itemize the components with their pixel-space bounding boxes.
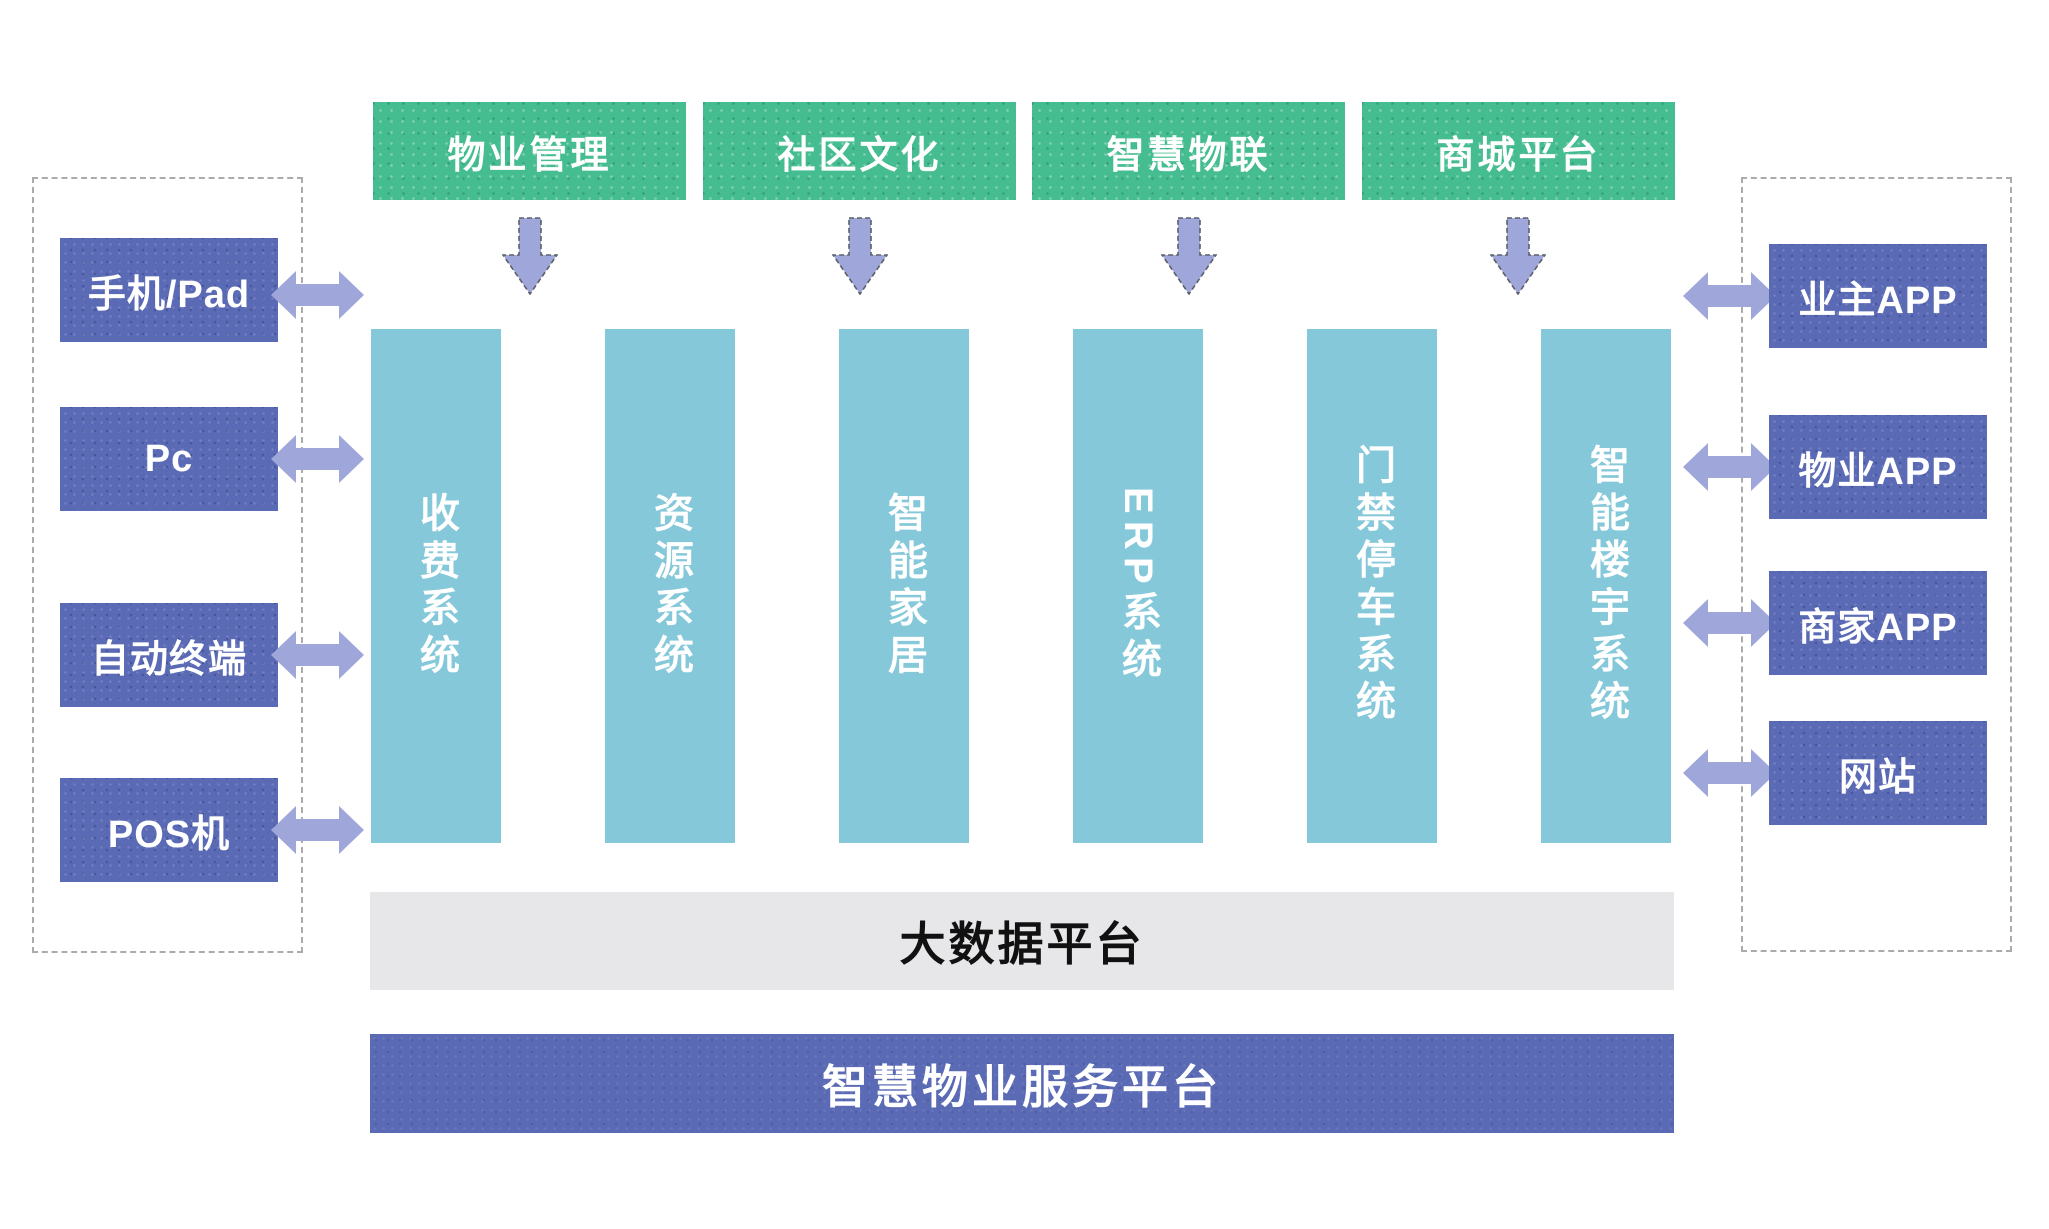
module-smart-iot: 智慧物联 xyxy=(1032,102,1345,200)
system-label: 资源系统 xyxy=(648,491,692,681)
left-right-arrow-icon xyxy=(270,799,365,861)
device-mobile-pad: 手机/Pad xyxy=(60,238,278,342)
app-owner: 业主APP xyxy=(1769,244,1987,348)
device-kiosk: 自动终端 xyxy=(60,603,278,707)
down-arrow-icon xyxy=(1161,217,1217,295)
app-label: 商家APP xyxy=(1798,606,1958,649)
device-label: 手机/Pad xyxy=(87,273,251,316)
system-charging: 收费系统 xyxy=(371,329,501,843)
system-access-parking: 门禁停车系统 xyxy=(1307,329,1437,843)
module-mall-platform: 商城平台 xyxy=(1362,102,1675,200)
down-arrow-icon xyxy=(832,217,888,295)
system-smart-building: 智能楼宇系统 xyxy=(1541,329,1671,843)
system-label: 智能家居 xyxy=(882,491,926,681)
left-right-arrow-icon xyxy=(1682,742,1777,804)
smart-property-service-platform-label: 智慧物业服务平台 xyxy=(822,1060,1222,1113)
app-website: 网站 xyxy=(1769,721,1987,825)
device-pos: POS机 xyxy=(60,778,278,882)
app-property: 物业APP xyxy=(1769,415,1987,519)
module-label: 物业管理 xyxy=(447,134,612,177)
system-label: 收费系统 xyxy=(414,491,458,681)
device-pc: Pc xyxy=(60,407,278,511)
device-label: POS机 xyxy=(107,813,231,856)
left-right-arrow-icon xyxy=(1682,592,1777,654)
app-label: 物业APP xyxy=(1798,450,1958,493)
system-smart-home: 智能家居 xyxy=(839,329,969,843)
devices-panel xyxy=(32,177,303,953)
left-right-arrow-icon xyxy=(270,624,365,686)
system-label: ERP系统 xyxy=(1116,486,1160,686)
module-label: 智慧物联 xyxy=(1106,134,1271,177)
big-data-platform-label: 大数据平台 xyxy=(899,918,1145,970)
smart-property-service-platform-bar: 智慧物业服务平台 xyxy=(370,1034,1674,1133)
system-label: 门禁停车系统 xyxy=(1350,444,1394,728)
down-arrow-icon xyxy=(502,217,558,295)
app-label: 业主APP xyxy=(1798,279,1958,322)
app-merchant: 商家APP xyxy=(1769,571,1987,675)
app-label: 网站 xyxy=(1838,756,1917,799)
down-arrow-icon xyxy=(1490,217,1546,295)
system-label: 智能楼宇系统 xyxy=(1584,444,1628,728)
device-label: Pc xyxy=(144,437,194,480)
left-right-arrow-icon xyxy=(1682,265,1777,327)
apps-panel xyxy=(1741,177,2012,952)
device-label: 自动终端 xyxy=(90,638,247,681)
left-right-arrow-icon xyxy=(1682,436,1777,498)
module-property-management: 物业管理 xyxy=(373,102,686,200)
left-right-arrow-icon xyxy=(270,264,365,326)
system-resource: 资源系统 xyxy=(605,329,735,843)
big-data-platform-bar: 大数据平台 xyxy=(370,892,1674,990)
system-erp: ERP系统 xyxy=(1073,329,1203,843)
module-community-culture: 社区文化 xyxy=(703,102,1016,200)
module-label: 商城平台 xyxy=(1436,134,1601,177)
module-label: 社区文化 xyxy=(777,134,942,177)
left-right-arrow-icon xyxy=(270,428,365,490)
